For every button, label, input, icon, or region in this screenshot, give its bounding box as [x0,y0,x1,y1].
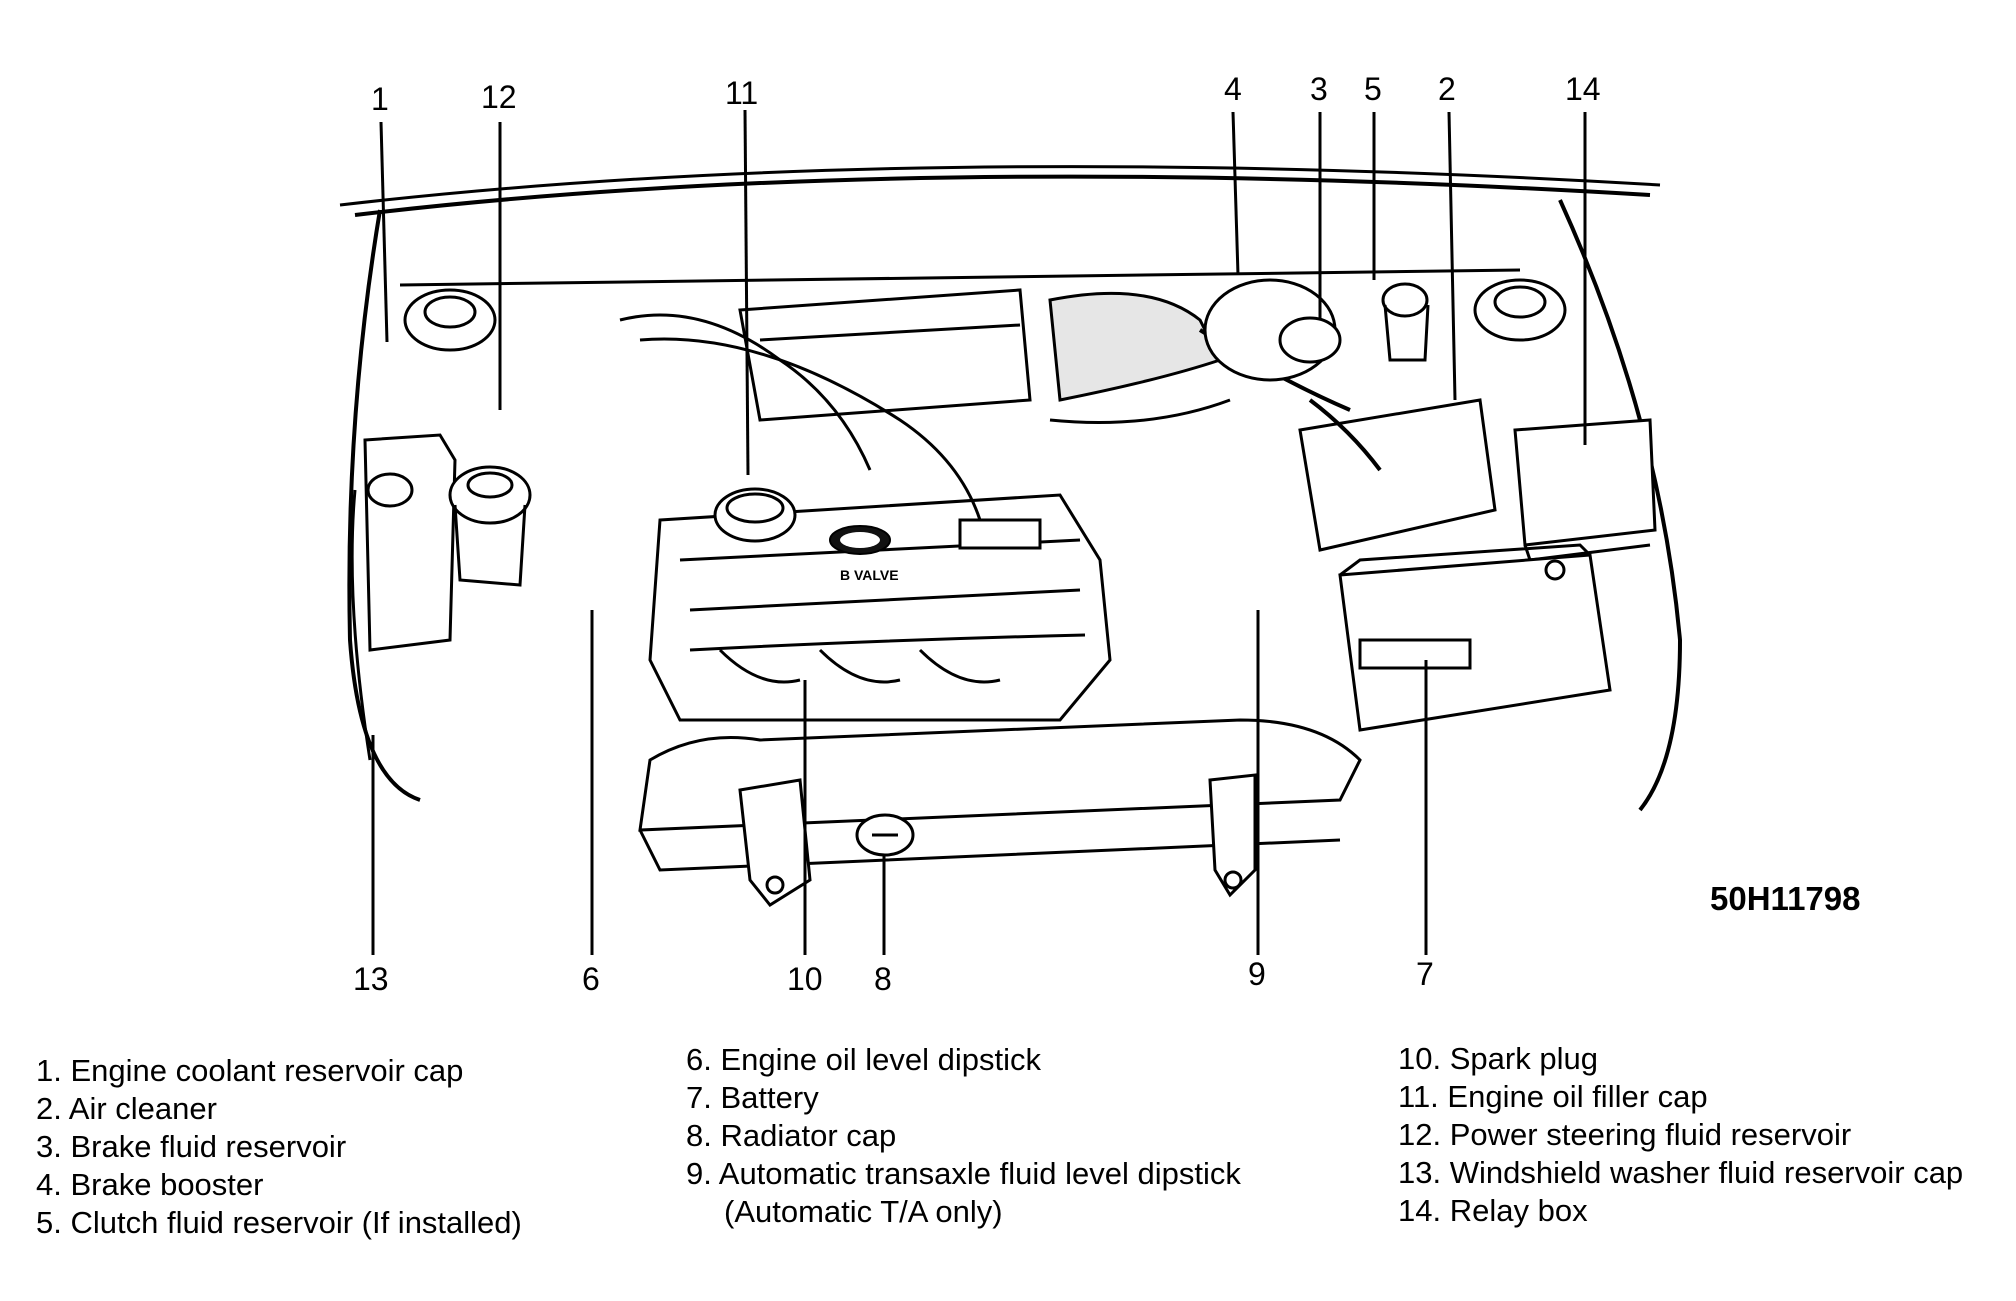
hyundai-logo [829,525,891,555]
legend-item-12: 12. Power steering fluid reservoir [1398,1116,1851,1154]
legend-text: Air cleaner [68,1091,217,1126]
legend-item-2: 2. Air cleaner [36,1090,217,1128]
legend-item-7: 7. Battery [686,1079,819,1117]
callout-7: 7 [1416,956,1434,992]
ignition-wires [619,313,1231,684]
brake-booster [1203,278,1342,382]
legend-text-continuation: (Automatic T/A only) [724,1194,1003,1229]
legend-text: Power steering fluid reservoir [1449,1117,1852,1152]
legend-item-10: 10. Spark plug [1398,1040,1598,1078]
leader-lines [371,109,1587,955]
legend-item-4: 4. Brake booster [36,1166,263,1204]
legend-item-8: 8. Radiator cap [686,1117,896,1155]
legend-number: 10. [1398,1041,1442,1076]
legend-number: 6. [686,1042,712,1077]
engine-block [648,493,1112,722]
washer-reservoir [350,433,457,761]
legend-number: 8. [686,1118,712,1153]
legend-text: Clutch fluid reservoir (If installed) [70,1205,522,1240]
callout-8: 8 [874,961,892,997]
legend-number: 5. [36,1205,62,1240]
callout-5: 5 [1364,71,1382,107]
callout-9: 9 [1248,956,1266,992]
callout-3: 3 [1310,71,1328,107]
legend-number: 3. [36,1129,62,1164]
legend-text: Engine oil level dipstick [720,1042,1041,1077]
legend-number: 14. [1398,1193,1442,1228]
legend-text: Engine coolant reservoir cap [70,1053,464,1088]
left-strut-tower [403,288,497,352]
callout-4: 4 [1224,71,1242,107]
legend-number: 1. [36,1053,62,1088]
legend-item-3: 3. Brake fluid reservoir [36,1128,346,1166]
legend-text: Windshield washer fluid reservoir cap [1449,1155,1964,1190]
legend-text: Brake fluid reservoir [70,1129,347,1164]
callout-6: 6 [582,961,600,997]
legend-item-11: 11. Engine oil filler cap [1398,1078,1708,1116]
front-mount-right [1208,773,1257,898]
engine-badge-text: B VALVE [840,567,899,583]
legend-number: 9. [686,1156,712,1191]
radiator-cap [855,813,915,857]
legend-number: 7. [686,1080,712,1115]
legend-text: Spark plug [1449,1041,1598,1076]
radiator-support [638,718,1362,872]
legend-text: Radiator cap [720,1118,897,1153]
legend-number: 11. [1398,1079,1439,1114]
legend-item-13: 13. Windshield washer fluid reservoir ca… [1398,1154,1963,1192]
legend-number: 4. [36,1167,62,1202]
front-mount-left [738,778,812,907]
callout-1: 1 [371,81,389,117]
fender-outline [339,165,1683,812]
callout-12: 12 [481,79,517,115]
legend-text: Engine oil filler cap [1447,1079,1708,1114]
oil-filler-cap [713,487,797,543]
right-strut-tower [1473,278,1567,342]
callout-11: 11 [725,75,758,111]
callout-14: 14 [1565,71,1601,107]
legend-number: 13. [1398,1155,1442,1190]
legend-text: Automatic transaxle fluid level dipstick [718,1156,1241,1191]
legend-item-9: 9. Automatic transaxle fluid level dipst… [686,1155,1241,1231]
power-steering-reservoir [448,465,532,587]
legend-item-6: 6. Engine oil level dipstick [686,1041,1041,1079]
clutch-reservoir [1381,282,1430,362]
legend-text: Relay box [1449,1193,1588,1228]
callout-2: 2 [1438,71,1456,107]
callout-10: 10 [787,961,823,997]
legend-text: Brake booster [70,1167,264,1202]
legend-text: Battery [720,1080,819,1115]
battery [1338,543,1612,732]
legend-number: 12. [1398,1117,1442,1152]
figure-reference-code: 50H11798 [1710,880,1860,917]
legend-item-14: 14. Relay box [1398,1192,1588,1230]
legend-item-5: 5. Clutch fluid reservoir (If installed) [36,1204,522,1242]
legend-item-1: 1. Engine coolant reservoir cap [36,1052,463,1090]
air-cleaner [1298,398,1497,552]
legend-number: 2. [36,1091,62,1126]
callout-13: 13 [353,961,389,997]
